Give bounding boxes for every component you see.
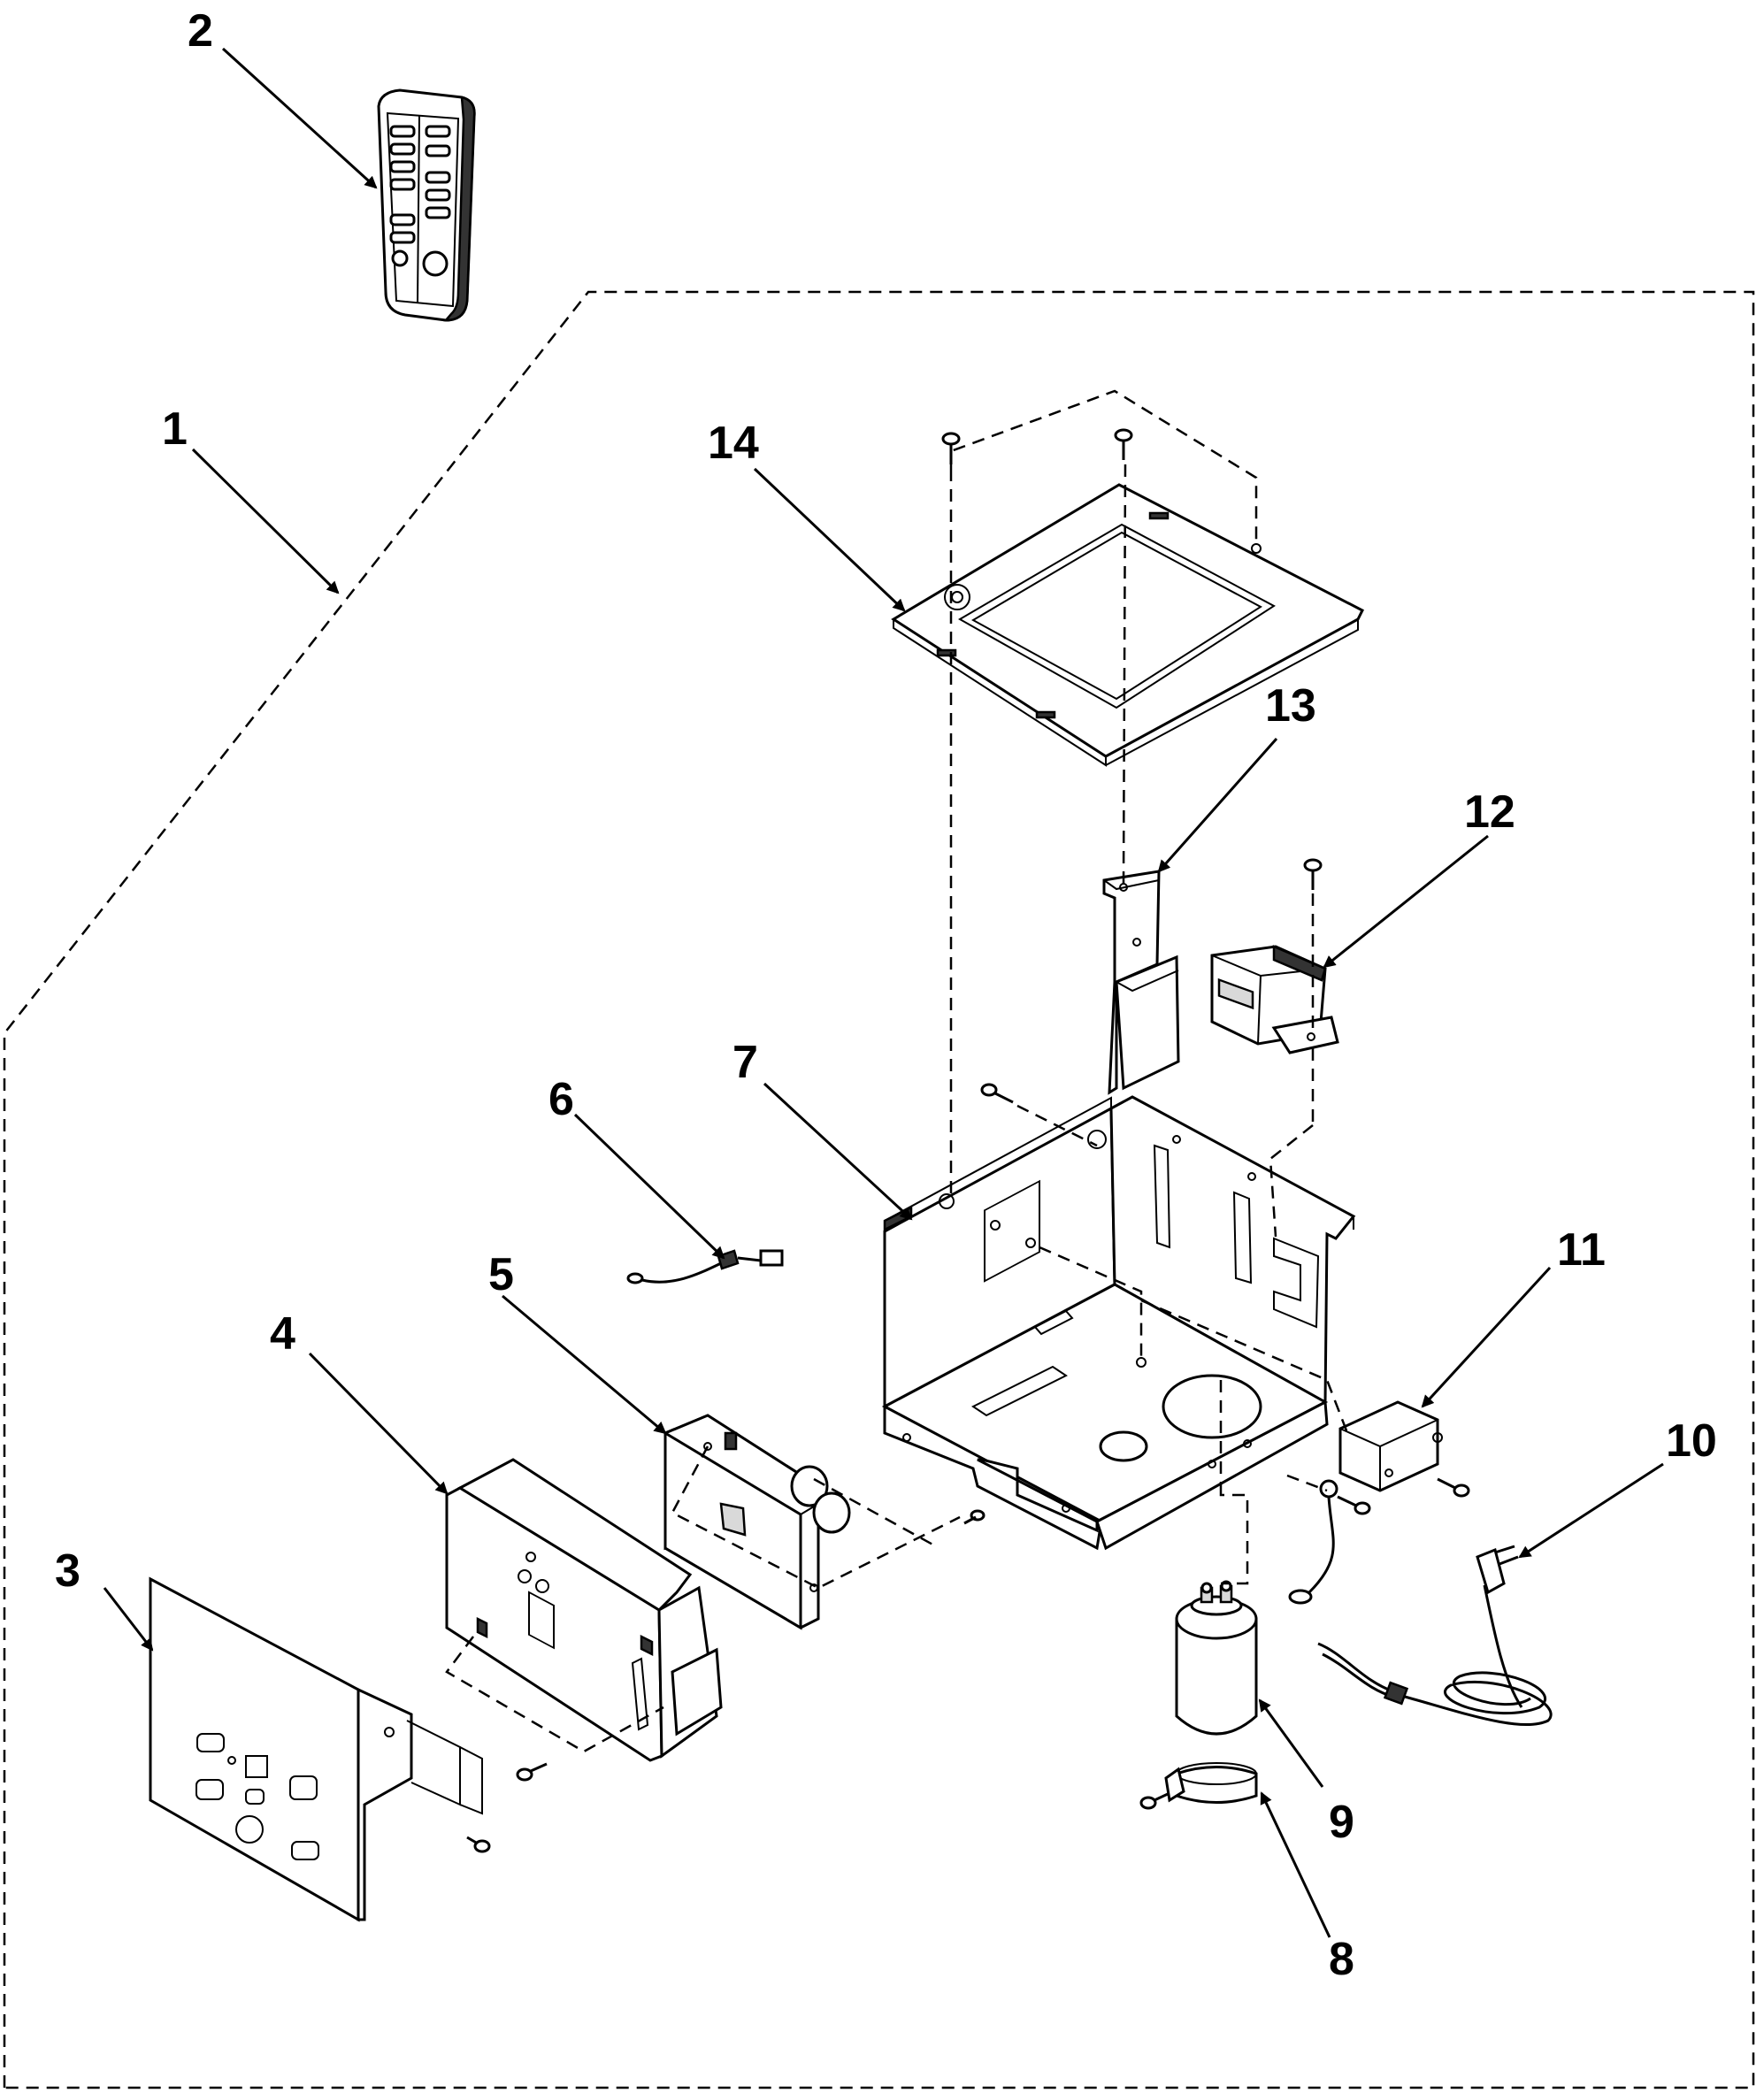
- callout-leaders: [103, 47, 1664, 1938]
- callout-14: 14: [708, 418, 759, 469]
- callout-4: 4: [270, 1308, 295, 1360]
- run-capacitor-part[interactable]: [1175, 1580, 1258, 1736]
- panel-screws[interactable]: [466, 1509, 986, 1853]
- assembly-guide-lines: [445, 389, 1351, 1753]
- remote-buttons: [389, 125, 451, 277]
- callout-2: 2: [188, 5, 213, 57]
- ground-wire-part[interactable]: [1288, 1479, 1371, 1605]
- control-housing-part[interactable]: [445, 1458, 723, 1762]
- callout-8: 8: [1329, 1934, 1354, 1985]
- callout-10: 10: [1666, 1415, 1717, 1467]
- pcb-board-part[interactable]: [663, 1414, 851, 1630]
- callout-9: 9: [1329, 1797, 1354, 1848]
- front-panel-decal-part[interactable]: [149, 1576, 483, 1922]
- callout-6: 6: [548, 1074, 574, 1125]
- callout-12: 12: [1464, 786, 1515, 838]
- chassis-box-part[interactable]: [881, 1083, 1356, 1551]
- power-cord-part[interactable]: [1317, 1545, 1553, 1727]
- callout-13: 13: [1265, 680, 1316, 732]
- bracket-part[interactable]: [1102, 870, 1180, 1095]
- cover-screws[interactable]: [941, 428, 1133, 464]
- filter-box-part[interactable]: [1338, 1400, 1470, 1498]
- callout-3: 3: [55, 1545, 81, 1597]
- capacitor-clamp-part[interactable]: [1139, 1762, 1258, 1810]
- callout-5: 5: [488, 1249, 514, 1300]
- callout-11: 11: [1557, 1224, 1606, 1276]
- top-cover-plate-part[interactable]: [891, 483, 1365, 767]
- assembly-boundary: [3, 290, 1755, 2089]
- wire-harness-part[interactable]: [626, 1249, 784, 1284]
- transformer-part[interactable]: [1210, 858, 1339, 1054]
- callout-1: 1: [162, 403, 188, 455]
- callout-7: 7: [732, 1037, 758, 1088]
- remote-control-part[interactable]: [377, 88, 476, 322]
